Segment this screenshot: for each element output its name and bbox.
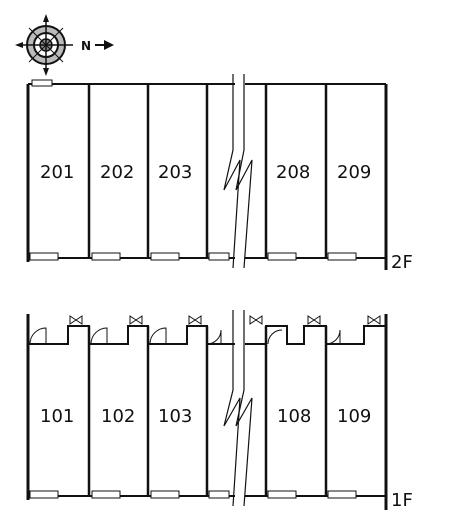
- north-arrow-icon: [104, 40, 114, 50]
- compass-rose-icon: [15, 14, 114, 76]
- unit-201: 201: [40, 162, 74, 183]
- unit-109: 109: [337, 406, 371, 427]
- unit-102: 102: [101, 406, 135, 427]
- floor-label-1f: 1F: [391, 490, 413, 511]
- unit-209: 209: [337, 162, 371, 183]
- unit-108: 108: [277, 406, 311, 427]
- unit-202: 202: [100, 162, 134, 183]
- floor-1f: [26, 310, 388, 510]
- floor-label-2f: 2F: [391, 252, 413, 273]
- unit-208: 208: [276, 162, 310, 183]
- floor-2f: [26, 74, 388, 270]
- unit-103: 103: [158, 406, 192, 427]
- unit-203: 203: [158, 162, 192, 183]
- compass-north-label: N: [81, 39, 91, 53]
- unit-101: 101: [40, 406, 74, 427]
